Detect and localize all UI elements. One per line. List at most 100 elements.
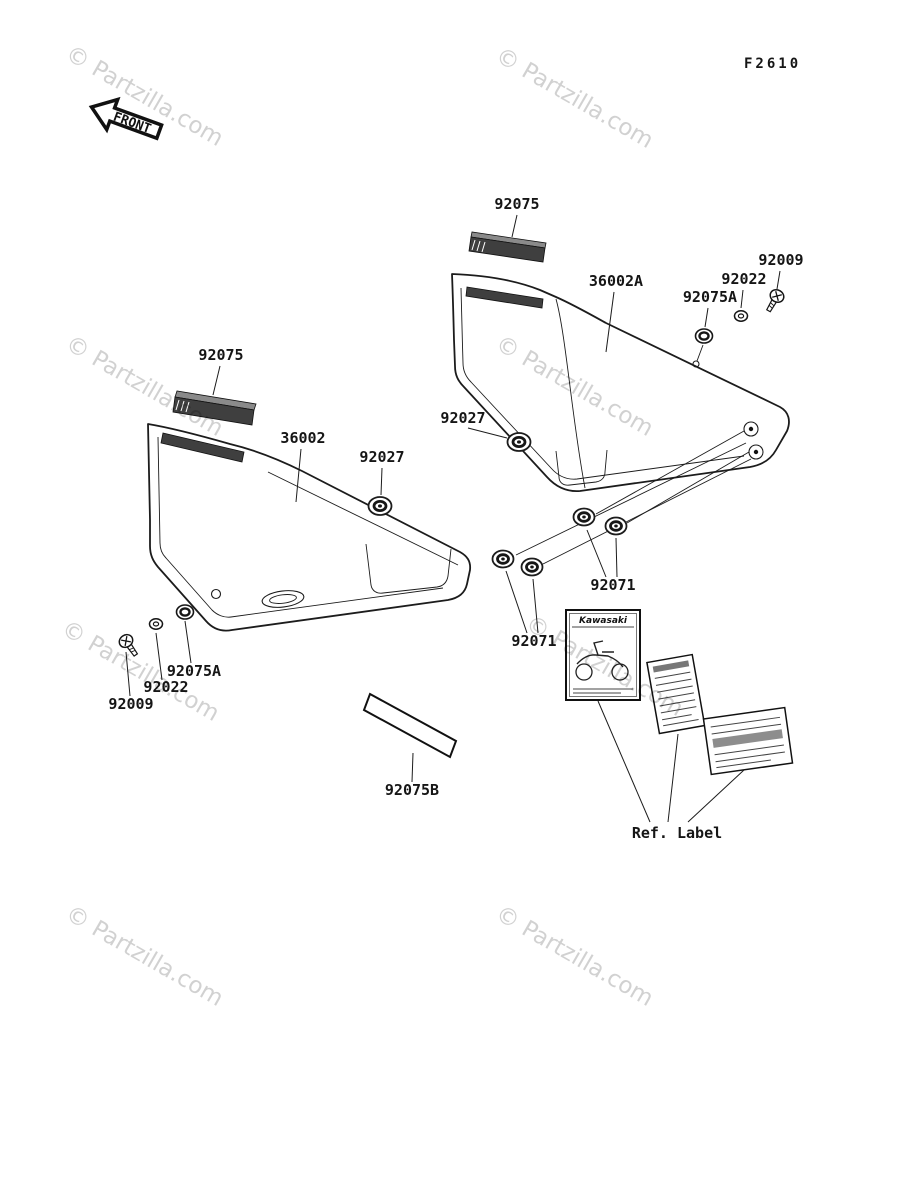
grommet-ring (609, 520, 623, 532)
damper-92075a-bottom (175, 604, 195, 620)
side-cover-right-pin-upper (743, 421, 759, 437)
leader-lines (125, 214, 781, 823)
damper-ring (179, 607, 191, 617)
figure-code: F2610 (744, 56, 801, 72)
sticker-text-line (654, 671, 691, 679)
leader-92071-rear (615, 537, 618, 578)
ref-sticker-kawasaki: Kawasaki (565, 609, 641, 701)
screw-thread (770, 302, 775, 307)
leader-92027-left (380, 467, 383, 496)
screw-92009-top (765, 288, 785, 313)
front-arrow-shape (88, 96, 164, 141)
callout-92071-front: 92071 (511, 632, 556, 650)
sticker-header-band (652, 660, 690, 673)
washer-hole (737, 313, 745, 319)
side-cover-right-pin-upper-center (748, 426, 754, 432)
screw-92009-bottom (118, 633, 139, 657)
leader-92022-bottom (155, 632, 163, 681)
side-cover-right-strip-recess (465, 286, 544, 309)
leader-92027-right (467, 427, 508, 439)
assembly-line (595, 430, 745, 515)
side-cover-left-notch (365, 543, 452, 594)
callout-92022-top: 92022 (721, 270, 766, 288)
callout-92075a-top: 92075A (683, 288, 737, 306)
damper-outer (175, 604, 195, 620)
leader-92071-front (505, 570, 528, 634)
grommet-ring (525, 561, 539, 573)
sticker-text-line (660, 706, 697, 714)
sticker-text-line (715, 751, 785, 763)
side-cover-left-top-inner-line (267, 471, 459, 566)
leader-92075-left (212, 365, 221, 396)
trim-strip-left-92075 (172, 390, 257, 426)
trim-strip-bottom-92075b (362, 692, 458, 759)
side-cover-right-bottom-notch (555, 449, 608, 486)
sticker-text-line (716, 759, 771, 769)
grommet-92071-front-b (520, 557, 544, 577)
side-cover-right-36002a (451, 273, 790, 492)
leader-92071-front (532, 578, 539, 634)
watermark: © Partzilla.com (491, 43, 658, 154)
leader-ref-label (667, 733, 679, 823)
side-cover-left-slot-inner (269, 594, 297, 604)
grommet-center (378, 504, 382, 508)
damper-92075a-top (694, 328, 714, 344)
trim-strip-right-front-face (468, 236, 546, 263)
sticker-text-line (714, 744, 784, 756)
side-cover-right-mid-contour (555, 298, 586, 489)
damper-outer (694, 328, 714, 344)
grommet-center (530, 565, 534, 569)
trim-strip-right-92075 (468, 231, 547, 263)
grommet-92071-rear-a (572, 507, 596, 527)
sticker-scooter-wheel (575, 663, 593, 681)
hatch-line (476, 240, 481, 252)
sticker-scooter-body (576, 640, 624, 668)
screw-thread (768, 304, 773, 309)
grommet-ring (577, 511, 591, 523)
grommet-ring (372, 499, 388, 512)
screw-thread (129, 647, 134, 651)
hatch-line (175, 399, 180, 411)
screw-slot (772, 294, 782, 298)
screw-thread (130, 649, 136, 653)
sticker-text-line (710, 716, 781, 728)
grommet-ring (496, 553, 510, 565)
hatch-line (185, 401, 190, 413)
washer-outer (148, 618, 164, 630)
washer-hole (152, 621, 160, 627)
side-cover-left-inner-contour (157, 436, 444, 618)
grommet-ring (511, 435, 527, 448)
hatch-line (471, 239, 476, 251)
grommet-center (614, 524, 618, 528)
side-cover-left-outline (147, 423, 472, 632)
callout-92027-left: 92027 (359, 448, 404, 466)
callout-92071-rear: 92071 (590, 576, 635, 594)
leader-92022-top (740, 289, 744, 309)
callout-92075-left: 92075 (198, 346, 243, 364)
sticker-text-line (658, 692, 694, 700)
leader-92009-top (776, 270, 781, 290)
callout-92009-bottom: 92009 (108, 695, 153, 713)
sticker-brand-text: Kawasaki (579, 616, 628, 626)
callout-92022-bottom: 92022 (143, 678, 188, 696)
washer-92022-bottom (148, 618, 164, 630)
side-cover-left-slot (261, 590, 305, 608)
sticker-border (646, 653, 706, 735)
sticker-text-line (711, 723, 782, 735)
leader-36002 (295, 448, 302, 503)
sticker-text-line (657, 685, 693, 693)
damper-ring (698, 331, 710, 341)
callout-36002a: 36002A (589, 272, 643, 290)
sticker-inner-border (569, 613, 637, 697)
part-number-callouts: 92075 36002A 92009 92022 92075A 92027 92… (108, 195, 803, 842)
grommet-92071-rear-b (604, 516, 628, 536)
sticker-text-line (659, 699, 696, 707)
leader-92075-right (511, 214, 518, 238)
grommet-92071-front-a (491, 549, 515, 569)
callout-36002: 36002 (280, 429, 325, 447)
callout-92075-right: 92075 (494, 195, 539, 213)
side-cover-left-36002 (147, 423, 472, 632)
assembly-lines (515, 344, 752, 565)
assembly-line (696, 344, 704, 362)
